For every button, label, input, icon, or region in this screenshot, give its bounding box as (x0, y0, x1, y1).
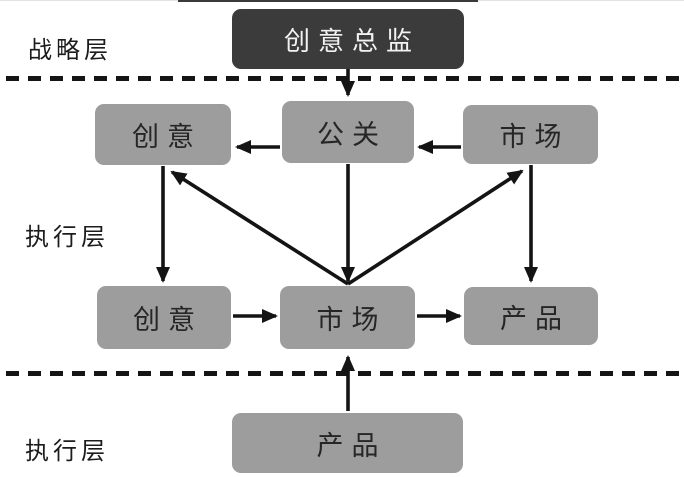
node-creative-director: 创意总监 (232, 9, 464, 69)
layer-label-execution-2: 执行层 (25, 439, 109, 465)
node-product-bottom: 产品 (232, 413, 463, 473)
node-market-top: 市场 (463, 105, 598, 164)
arrow-market-mid-to-market-top (347, 169, 524, 286)
node-creative-top: 创意 (95, 104, 231, 165)
top-border-remnant (178, 0, 478, 2)
node-market-mid: 市场 (280, 286, 415, 349)
layer-label-execution-1: 执行层 (25, 225, 109, 251)
node-creative-mid: 创意 (97, 286, 231, 349)
arrow-market-mid-to-creative-top (170, 170, 349, 286)
layer-label-strategy: 战略层 (28, 38, 112, 64)
dashed-separator-bottom (6, 371, 682, 376)
node-product-mid: 产品 (464, 287, 598, 345)
dashed-separator-top (6, 76, 682, 81)
node-pr: 公关 (282, 101, 414, 163)
